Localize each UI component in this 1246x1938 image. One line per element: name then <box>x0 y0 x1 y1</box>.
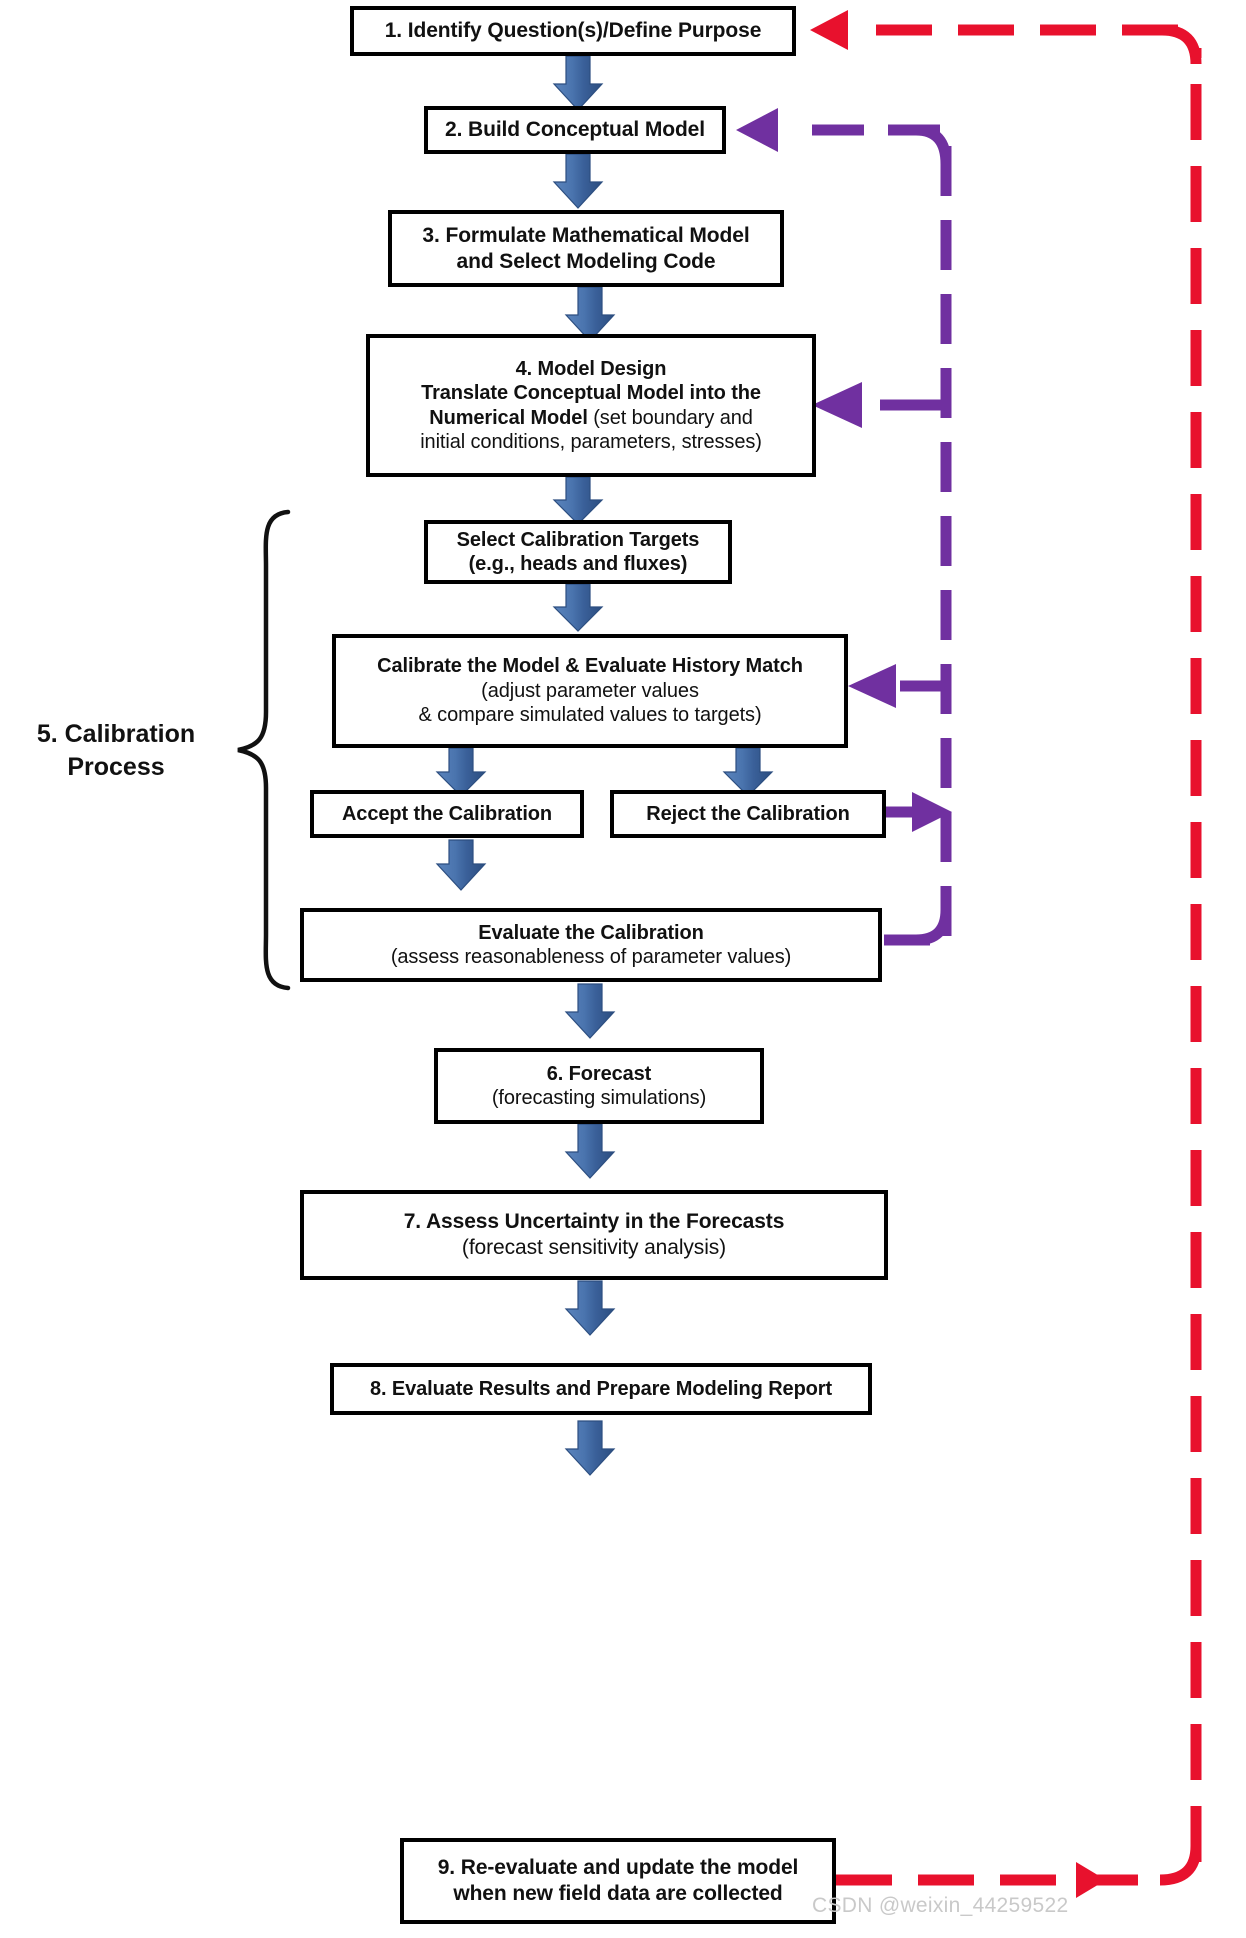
calibration-process-label-line-1: 5. Calibration <box>36 720 196 748</box>
purple-arrowhead-step4 <box>812 382 862 428</box>
calibration-process-label: 5. Calibration Process <box>0 718 232 783</box>
calibrate-line-2: (adjust parameter values <box>481 679 699 702</box>
step-8-line-1: 8. Evaluate Results and Prepare Modeling… <box>369 1377 833 1400</box>
step-4-line-3: Numerical Model (set boundary and <box>378 406 804 430</box>
calibration-process-label-line-2: Process <box>67 752 165 781</box>
red-feedback-loop <box>836 24 1202 1886</box>
red-corners <box>1159 24 1202 1886</box>
purple-arrowhead-into-trunk <box>912 792 952 832</box>
step-1-line-1: 1. Identify Question(s)/Define Purpose <box>384 19 762 43</box>
step-8-box[interactable]: 8. Evaluate Results and Prepare Modeling… <box>330 1363 872 1415</box>
step-4-line-4: initial conditions, parameters, stresses… <box>420 430 762 453</box>
step-2-box[interactable]: 2. Build Conceptual Model <box>424 106 726 154</box>
csdn-watermark: CSDN @weixin_44259522 <box>812 1894 1069 1917</box>
accept-line-1: Accept the Calibration <box>341 802 553 825</box>
step-3-line-1: 3. Formulate Mathematical Model <box>422 223 750 247</box>
step-4-line-3-rest: (set boundary and <box>587 406 753 429</box>
step-6-box[interactable]: 6. Forecast (forecasting simulations) <box>434 1048 764 1124</box>
select-calibration-targets-box[interactable]: Select Calibration Targets (e.g., heads … <box>424 520 732 584</box>
select-targets-line-1: Select Calibration Targets <box>456 528 700 551</box>
step-4-line-2: Translate Conceptual Model into the <box>421 382 761 405</box>
step-3-box[interactable]: 3. Formulate Mathematical Model and Sele… <box>388 210 784 287</box>
step-6-line-2: (forecasting simulations) <box>491 1087 707 1109</box>
step-4-line-3-bold: Numerical Model <box>429 406 588 429</box>
calibrate-line-3: & compare simulated values to targets) <box>418 704 762 727</box>
step-4-box[interactable]: 4. Model Design Translate Conceptual Mod… <box>366 334 816 477</box>
calibration-brace <box>237 509 291 991</box>
evaluate-line-2: (assess reasonableness of parameter valu… <box>390 946 792 968</box>
step-9-box[interactable]: 9. Re-evaluate and update the model when… <box>400 1838 836 1924</box>
step-9-line-2: when new field data are collected <box>453 1882 783 1905</box>
step-2-line-1: 2. Build Conceptual Model <box>444 118 705 142</box>
reject-line-1: Reject the Calibration <box>646 802 850 825</box>
accept-calibration-box[interactable]: Accept the Calibration <box>310 790 584 838</box>
calibrate-line-1: Calibrate the Model & Evaluate History M… <box>377 655 803 678</box>
purple-corner-bottom <box>915 909 952 946</box>
step-7-box[interactable]: 7. Assess Uncertainty in the Forecasts (… <box>300 1190 888 1280</box>
reject-calibration-box[interactable]: Reject the Calibration <box>610 790 886 838</box>
calibrate-model-box[interactable]: Calibrate the Model & Evaluate History M… <box>332 634 848 748</box>
step-1-box[interactable]: 1. Identify Question(s)/Define Purpose <box>350 6 796 56</box>
evaluate-calibration-box[interactable]: Evaluate the Calibration (assess reasona… <box>300 908 882 982</box>
select-targets-line-2: (e.g., heads and fluxes) <box>468 553 688 575</box>
purple-arrowhead-calibrate <box>848 664 896 708</box>
step-9-line-1: 9. Re-evaluate and update the model <box>437 1856 799 1880</box>
step-7-line-2: (forecast sensitivity analysis) <box>461 1236 727 1259</box>
purple-corner-top <box>915 124 952 165</box>
step-7-line-1: 7. Assess Uncertainty in the Forecasts <box>403 1210 785 1234</box>
step-3-line-2: and Select Modeling Code <box>456 249 716 273</box>
evaluate-line-1: Evaluate the Calibration <box>478 921 704 944</box>
step-6-line-1: 6. Forecast <box>546 1062 652 1085</box>
step-4-line-1: 4. Model Design <box>515 357 667 380</box>
purple-arrowhead-step2 <box>736 108 778 152</box>
